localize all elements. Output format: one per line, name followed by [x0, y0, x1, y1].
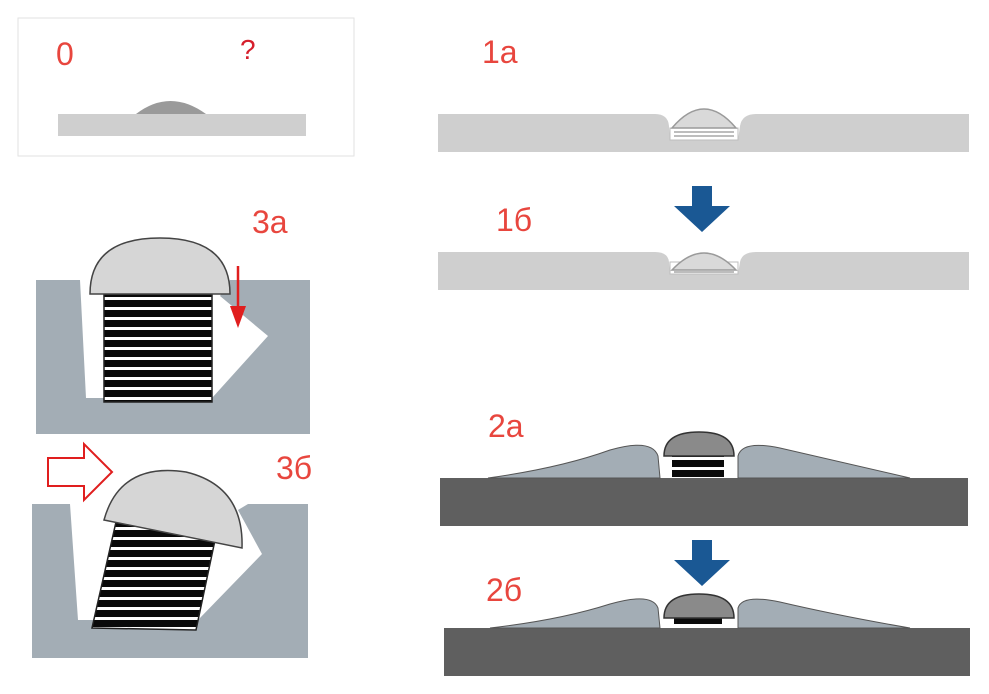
panel-3a-substrate: [36, 280, 310, 434]
panel-2b-coil: [674, 618, 722, 624]
panel-3b: [32, 441, 308, 658]
right-arrow-icon: [47, 441, 114, 503]
panel-1a-substrate: [438, 114, 969, 152]
down-arrow-icon: [674, 186, 730, 232]
panel-1b-cap: [670, 252, 738, 271]
panel-2a: [440, 431, 968, 526]
panel-2a-coil: [672, 454, 724, 478]
panel-3b-cap: [103, 469, 243, 549]
panel-2a-right-film: [737, 444, 911, 479]
panel-3b-substrate: [32, 504, 308, 658]
panel-2b-cap: [663, 593, 735, 619]
panel-1b: [438, 252, 969, 290]
panel-3a: [36, 237, 310, 434]
label-step-1b: 1б: [496, 202, 533, 238]
label-step-0: 0: [56, 36, 74, 72]
panel-1a-cap: [670, 108, 738, 129]
panel-3a-coil: [103, 293, 213, 403]
panel-2b-right-film: [737, 598, 911, 629]
panel-1a: [438, 108, 969, 152]
panel-0-bump: [136, 101, 206, 114]
panel-3a-cap: [89, 237, 231, 295]
label-step-2a: 2а: [488, 408, 524, 444]
panel-2a-cap: [663, 431, 735, 457]
panel-2b: [444, 593, 970, 676]
panel-0-substrate: [58, 114, 306, 136]
panel-2a-base: [440, 478, 968, 526]
label-step-3a: 3а: [252, 204, 288, 240]
panel-2b-base: [444, 628, 970, 676]
panel-2b-left-film: [489, 598, 661, 629]
panel-2a-left-film: [487, 444, 661, 479]
panel-1b-substrate: [438, 252, 969, 290]
label-step-3b: 3б: [276, 450, 313, 486]
label-step-2b: 2б: [486, 572, 523, 608]
panel-0: [17, 17, 355, 157]
panel-1a-gap: [669, 127, 739, 141]
label-step-1a: 1а: [482, 34, 518, 70]
down-arrow-icon: [674, 540, 730, 586]
label-unknown: ?: [240, 34, 256, 65]
